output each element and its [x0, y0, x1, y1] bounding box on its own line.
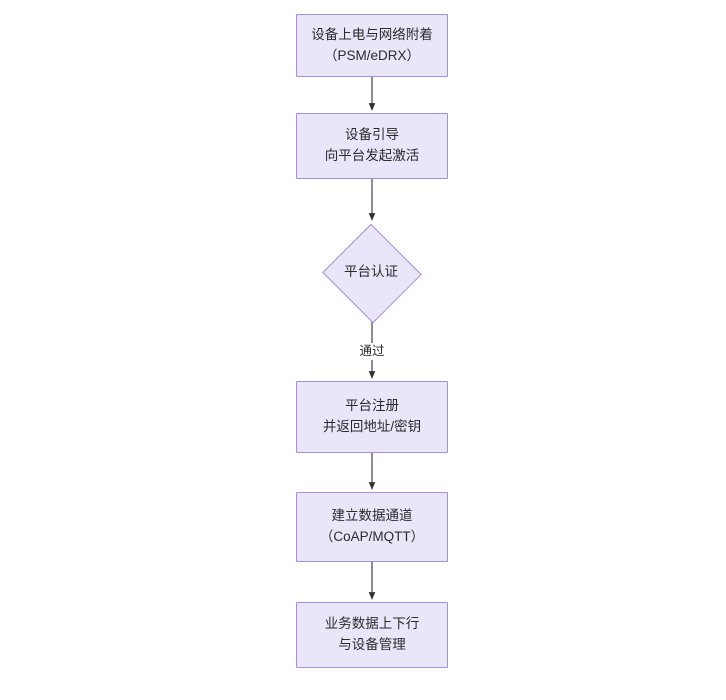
- node-label-line: 设备上电与网络附着: [311, 26, 433, 42]
- node-platform-registration[interactable]: 平台注册 并返回地址/密钥: [296, 381, 448, 453]
- node-device-bootstrap[interactable]: 设备引导 向平台发起激活: [296, 113, 448, 179]
- node-establish-data-channel[interactable]: 建立数据通道 （CoAP/MQTT）: [296, 492, 448, 562]
- node-business-data-and-device-management[interactable]: 业务数据上下行 与设备管理: [296, 602, 448, 668]
- node-label-line: 业务数据上下行: [324, 616, 420, 632]
- node-label-line: （CoAP/MQTT）: [319, 529, 425, 544]
- node-label-line: 与设备管理: [338, 637, 406, 652]
- node-device-power-on[interactable]: 设备上电与网络附着 （PSM/eDRX）: [296, 14, 448, 77]
- node-label-line: 平台注册: [345, 398, 399, 414]
- edge-label-pass: 通过: [356, 343, 388, 360]
- node-label-line: 设备引导: [345, 127, 399, 143]
- node-label-line: （PSM/eDRX）: [323, 47, 421, 63]
- node-label-line: 并返回地址/密钥: [322, 419, 422, 434]
- node-platform-authentication[interactable]: 平台认证: [321, 223, 422, 324]
- node-label-line: 建立数据通道: [331, 508, 413, 524]
- node-label-line: 平台认证: [344, 264, 398, 280]
- node-label-line: 向平台发起激活: [324, 148, 420, 163]
